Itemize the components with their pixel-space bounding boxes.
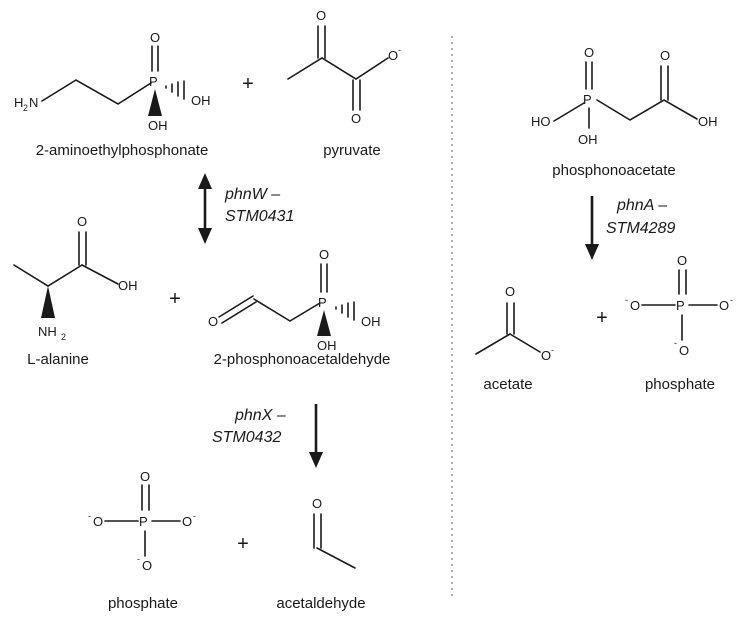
phnx-arrow <box>309 404 323 468</box>
atom-p: P <box>318 295 327 310</box>
atom-oh: OH <box>317 338 337 353</box>
enzyme-phnw-locus: STM0431 <box>225 208 294 225</box>
alanine-chain-bonds <box>13 264 83 287</box>
atom-o: O <box>77 214 87 229</box>
aep-hash-bond <box>165 80 185 100</box>
atom-p: P <box>583 92 592 107</box>
atom-o: O <box>319 247 329 262</box>
pa-chain-bonds <box>596 99 698 121</box>
atom-o: O <box>541 348 551 363</box>
acetaldehyde-structure: O <box>312 496 356 569</box>
charge-minus: - <box>625 295 628 305</box>
charge-minus: - <box>137 554 140 564</box>
label-phosphate-right: phosphate <box>645 376 715 393</box>
plus-sign: + <box>596 307 608 329</box>
pyruvate-structure: O O O - <box>287 8 401 126</box>
enzyme-phna-locus: STM4289 <box>606 220 675 237</box>
enzyme-phnx-gene: phnX – <box>234 407 286 424</box>
label-2-phosphonoacetaldehyde: 2-phosphonoacetaldehyde <box>214 351 391 368</box>
ppa-hash-bond <box>335 301 355 321</box>
aep-wedge-bond <box>148 89 162 116</box>
atom-p: P <box>676 298 685 313</box>
ppa-cho-bond-b <box>221 301 257 324</box>
label-l-alanine: L-alanine <box>27 351 89 368</box>
atom-o: O <box>208 314 218 329</box>
phosphonoacetate-structure: HO P O OH O OH <box>531 45 718 147</box>
enzyme-phna-gene: phnA – <box>616 197 667 214</box>
atom-oh: OH <box>148 118 168 133</box>
atom-o: O <box>388 48 398 63</box>
alanine-coh-bond <box>81 264 119 285</box>
atom-o: O <box>630 298 640 313</box>
phosphate-right-structure: - O P O - O - O <box>625 253 733 358</box>
atom-o: O <box>93 514 103 529</box>
atom-nh: NH <box>38 324 57 339</box>
atom-o: O <box>719 298 729 313</box>
atom-sub-2: 2 <box>61 332 66 342</box>
atom-h: H <box>14 95 23 110</box>
atom-o: O <box>505 284 515 299</box>
atom-o: O <box>584 45 594 60</box>
label-pyruvate: pyruvate <box>323 142 381 159</box>
atom-oh: OH <box>191 93 211 108</box>
atom-n: N <box>29 95 38 110</box>
pa-ho-bond <box>553 102 585 122</box>
acetate-structure: O O - <box>475 284 554 363</box>
acetate-o-bond <box>509 333 541 353</box>
atom-oh: OH <box>698 114 718 129</box>
phnw-reversible-arrow <box>198 173 212 244</box>
acetaldehyde-ch3-bond <box>316 547 356 569</box>
phosphate-left-structure: - O P O - O - O <box>88 469 196 573</box>
atom-o: O <box>312 496 322 511</box>
label-2-aminoethylphosphonate: 2-aminoethylphosphonate <box>36 142 209 159</box>
atom-p: P <box>149 74 158 89</box>
label-acetaldehyde: acetaldehyde <box>276 595 365 612</box>
alanine-structure: OH O NH 2 <box>13 214 138 342</box>
pyruvate-chain-bonds <box>287 57 389 80</box>
charge-minus: - <box>674 338 677 348</box>
aep-chain-bonds <box>41 79 152 105</box>
ppa-structure: O P O OH OH <box>208 247 381 353</box>
ppa-cho-bond-a <box>218 295 254 318</box>
alanine-wedge-bond <box>41 286 55 318</box>
atom-o: O <box>316 8 326 23</box>
plus-sign: + <box>242 73 254 95</box>
atom-o: O <box>150 30 160 45</box>
atom-o: O <box>351 111 361 126</box>
label-phosphonoacetate: phosphonoacetate <box>552 162 675 179</box>
atom-o: O <box>679 343 689 358</box>
aep-structure: H 2 N P O OH OH <box>14 30 211 133</box>
plus-sign: + <box>169 288 181 310</box>
atom-oh: OH <box>578 132 598 147</box>
charge-minus: - <box>398 45 401 55</box>
enzyme-phnw-gene: phnW – <box>224 186 280 203</box>
ppa-chain-bonds <box>253 298 321 322</box>
ppa-wedge-bond <box>317 310 331 336</box>
plus-sign: + <box>237 533 249 555</box>
charge-minus: - <box>193 511 196 521</box>
atom-o: O <box>140 469 150 484</box>
atom-o: O <box>677 253 687 268</box>
atom-sub-2: 2 <box>23 103 28 113</box>
charge-minus: - <box>551 345 554 355</box>
acetate-ch3-bond <box>475 333 511 355</box>
atom-o: O <box>142 558 152 573</box>
enzyme-phnx-locus: STM0432 <box>212 429 281 446</box>
atom-oh: OH <box>361 314 381 329</box>
atom-ho: HO <box>531 114 551 129</box>
atom-o: O <box>182 514 192 529</box>
label-acetate: acetate <box>483 376 532 393</box>
label-phosphate-left: phosphate <box>108 595 178 612</box>
atom-p: P <box>139 514 148 529</box>
charge-minus: - <box>730 295 733 305</box>
atom-o: O <box>660 48 670 63</box>
atom-oh: OH <box>118 278 138 293</box>
charge-minus: - <box>88 511 91 521</box>
phna-arrow <box>585 196 599 260</box>
